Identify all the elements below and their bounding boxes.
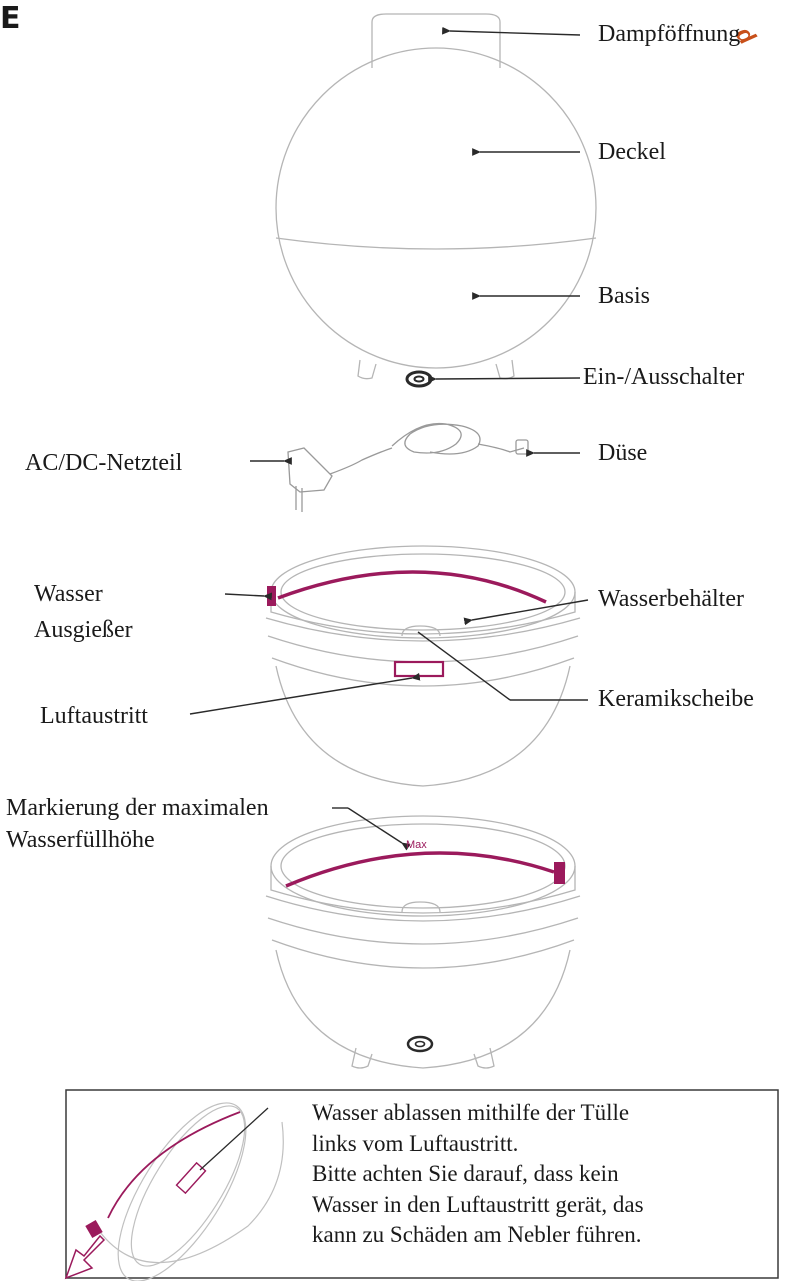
label-water-spout-2: Ausgießer bbox=[34, 617, 133, 643]
label-power-switch: Ein-/Ausschalter bbox=[583, 364, 745, 390]
label-nozzle: Düse bbox=[598, 440, 648, 466]
label-water-spout-1: Wasser bbox=[34, 581, 103, 607]
note-line: Bitte achten Sie darauf, dass kein bbox=[312, 1161, 619, 1186]
note-leader-line bbox=[199, 1107, 269, 1171]
label-water-tank: Wasserbehälter bbox=[598, 586, 744, 612]
diffuser-assembled bbox=[275, 13, 597, 380]
label-max-mark-2: Wasserfüllhöhe bbox=[6, 827, 155, 853]
note-box bbox=[65, 1089, 779, 1279]
power-icon bbox=[406, 1035, 434, 1053]
max-fill-line bbox=[285, 851, 555, 888]
brand-letter: E bbox=[0, 1, 21, 36]
note-line: Wasser ablassen mithilfe der Tülle bbox=[312, 1100, 630, 1125]
diffuser-open-max bbox=[265, 815, 581, 1069]
power-adapter bbox=[287, 422, 529, 512]
callout-lines bbox=[189, 26, 589, 851]
diffuser-open-tank bbox=[265, 545, 581, 787]
note-line: Wasser in den Luftaustritt gerät, das bbox=[312, 1191, 644, 1217]
air-outlet-marker bbox=[393, 660, 445, 678]
draining-air-outlet bbox=[175, 1161, 207, 1195]
water-spout-marker-2 bbox=[554, 862, 565, 884]
label-ceramic-disc: Keramikscheibe bbox=[598, 686, 754, 712]
label-lid: Deckel bbox=[598, 139, 666, 165]
draining-water-line bbox=[107, 1111, 241, 1219]
water-level-line bbox=[277, 570, 547, 604]
label-adapter: AC/DC-Netzteil bbox=[25, 450, 183, 476]
draining-diagram bbox=[99, 1102, 284, 1281]
arrow-down-left-icon bbox=[64, 1234, 106, 1280]
note-line: links vom Luftaustritt. bbox=[312, 1130, 519, 1156]
note-line: kann zu Schäden am Nebler führen. bbox=[312, 1222, 642, 1247]
power-icon bbox=[405, 370, 433, 388]
label-steam-outlet: Dampföffnung bbox=[598, 21, 741, 47]
draining-spout bbox=[85, 1219, 103, 1239]
max-tag: Max bbox=[406, 839, 427, 851]
note-text: Wasser ablassen mithilfe der Tülle links… bbox=[312, 1098, 644, 1251]
label-base: Basis bbox=[598, 283, 651, 309]
label-max-mark-1: Markierung der maximalen bbox=[6, 795, 269, 821]
label-air-outlet: Luftaustritt bbox=[40, 703, 148, 729]
water-spout-marker bbox=[267, 586, 276, 606]
